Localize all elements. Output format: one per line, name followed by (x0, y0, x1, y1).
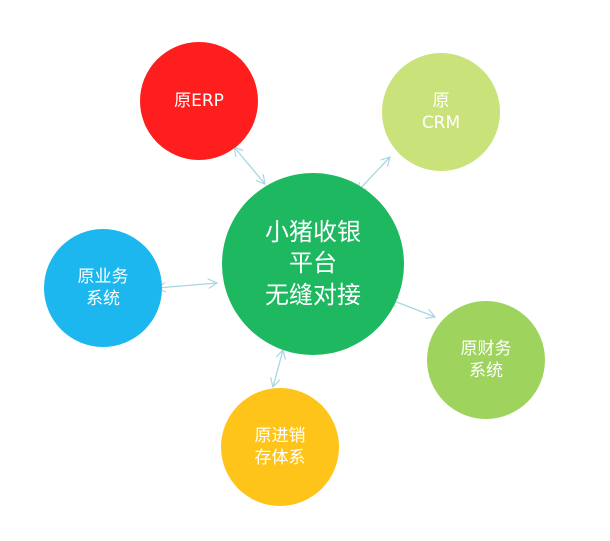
node-finance-system: 原财务 系统 (427, 301, 545, 419)
node-label: 原财务 (460, 338, 512, 359)
arrow-erp (234, 147, 265, 184)
center-label: 无缝对接 (265, 280, 361, 309)
node-center-platform: 小猪收银 平台 无缝对接 (222, 173, 404, 355)
center-label: 平台 (289, 249, 337, 278)
node-label: 系统 (469, 361, 503, 381)
node-label: 原ERP (174, 90, 224, 111)
node-label: 系统 (86, 289, 120, 309)
node-label: 存体系 (254, 448, 306, 468)
center-label: 小猪收银 (265, 218, 361, 247)
node-label: 原进销 (254, 425, 306, 446)
node-label: CRM (421, 113, 461, 133)
arrow-inventory (273, 350, 283, 387)
node-crm: 原 CRM (382, 53, 500, 171)
arrow-business (157, 283, 217, 288)
node-erp: 原ERP (140, 42, 258, 160)
arrow-finance (389, 299, 435, 317)
arrow-crm (357, 157, 390, 192)
node-label: 原 (432, 90, 450, 111)
node-label: 原业务 (77, 266, 129, 287)
node-inventory-system: 原进销 存体系 (221, 388, 339, 506)
node-business-system: 原业务 系统 (44, 229, 162, 347)
